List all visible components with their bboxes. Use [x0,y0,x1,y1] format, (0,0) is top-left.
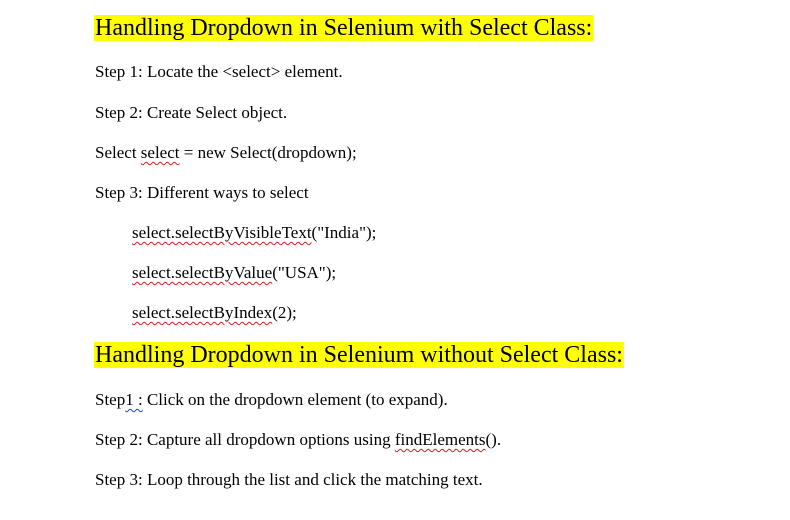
code-prefix: Select [95,143,141,162]
example-method: select.selectByIndex [132,303,273,322]
section1-step2: Step 2: Create Select object. [95,103,288,122]
example-method: select.selectByVisibleText [132,223,312,242]
section1-step1: Step 1: Locate the <select> element. [95,62,343,81]
example-args: (2); [272,303,297,322]
code-var: select [140,143,180,162]
example-args: ("India"); [311,223,377,242]
example-line: select.selectByVisibleText("India"); [132,222,376,244]
section1-heading: Handling Dropdown in Selenium with Selec… [94,13,594,44]
example-line: select.selectByValue("USA"); [132,262,336,284]
step2-suffix: (). [485,430,502,449]
step1-prefix: Step [95,390,126,409]
step2-method: findElements [394,430,486,449]
example-args: ("USA"); [272,263,337,282]
section2-step3: Step 3: Loop through the list and click … [95,470,483,489]
step1-suffix: Click on the dropdown element (to expand… [142,390,448,409]
code-suffix: = new Select(dropdown); [179,143,357,162]
section1-code-line: Select select = new Select(dropdown); [95,142,357,164]
section2-heading-text: Handling Dropdown in Selenium without Se… [94,342,624,368]
example-method: select.selectByValue [132,263,273,282]
section2-heading: Handling Dropdown in Selenium without Se… [94,340,624,371]
section2-step2: Step 2: Capture all dropdown options usi… [95,429,501,451]
section2-step1: Step1 : Click on the dropdown element (t… [95,389,448,411]
step1-mark: 1 : [125,390,143,409]
step2-prefix: Step 2: Capture all dropdown options usi… [95,430,395,449]
section1-heading-text: Handling Dropdown in Selenium with Selec… [94,15,594,41]
example-line: select.selectByIndex(2); [132,302,297,324]
section1-step3: Step 3: Different ways to select [95,183,309,202]
